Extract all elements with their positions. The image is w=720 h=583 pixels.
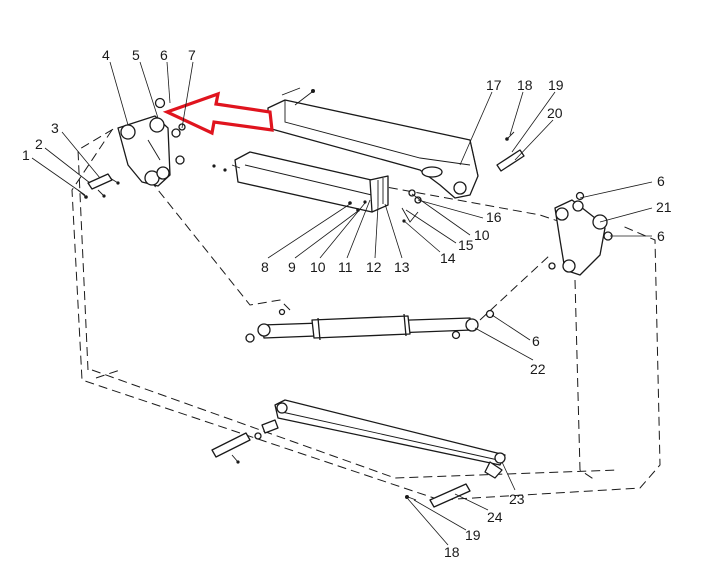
- callout-18: 18: [517, 77, 533, 93]
- callout-19: 19: [548, 77, 564, 93]
- callout-15: 15: [458, 237, 474, 253]
- callout-10: 10: [310, 259, 326, 275]
- callout-12: 12: [366, 259, 382, 275]
- callout-3: 3: [51, 120, 59, 136]
- callout-6: 6: [657, 173, 665, 189]
- lower-pins: [211, 432, 471, 508]
- callout-1: 1: [22, 147, 30, 163]
- callout-19: 19: [465, 527, 481, 543]
- callout-14: 14: [440, 250, 456, 266]
- callout-21: 21: [656, 199, 672, 215]
- callout-17: 17: [486, 77, 502, 93]
- callout-23: 23: [509, 491, 525, 507]
- callout-10: 10: [474, 227, 490, 243]
- lower-tube-assembly: [212, 151, 389, 213]
- callout-11: 11: [338, 259, 353, 275]
- callout-20: 20: [547, 105, 563, 121]
- lower-link-bar: [261, 399, 506, 479]
- callout-6: 6: [657, 228, 665, 244]
- callout-2: 2: [35, 136, 43, 152]
- callout-22: 22: [530, 361, 546, 377]
- callout-leader-lines: [31, 61, 653, 546]
- callout-4: 4: [102, 47, 110, 63]
- callout-16: 16: [486, 209, 502, 225]
- left-pin-hardware: [77, 173, 120, 199]
- upper-boom-arm: [267, 87, 479, 199]
- callout-13: 13: [394, 259, 410, 275]
- callout-7: 7: [188, 47, 196, 63]
- right-pivot-bracket: [548, 191, 613, 276]
- tube-hardware: [348, 189, 422, 223]
- callout-24: 24: [487, 509, 503, 525]
- callout-6: 6: [160, 47, 168, 63]
- callout-18: 18: [444, 544, 460, 560]
- callout-5: 5: [132, 47, 140, 63]
- top-right-pin: [496, 131, 525, 172]
- left-pivot-bracket: [117, 97, 186, 187]
- callout-labels: 1 2 3 4 5 6 7 17 18 19 20 6 21 6 16 10 1…: [22, 47, 672, 560]
- callout-9: 9: [288, 259, 296, 275]
- callout-8: 8: [261, 259, 269, 275]
- hydraulic-cylinder: [245, 308, 495, 343]
- highlight-arrow-icon: [162, 91, 274, 136]
- callout-6: 6: [532, 333, 540, 349]
